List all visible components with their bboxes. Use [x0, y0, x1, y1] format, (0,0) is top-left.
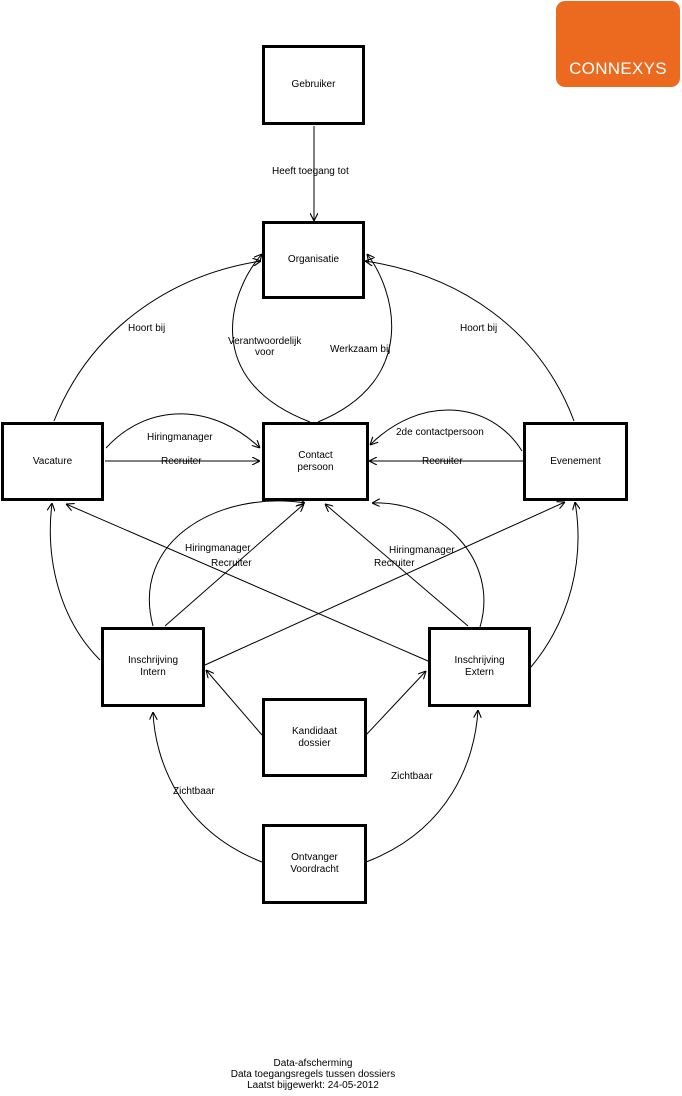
edge-intern-contact-rec: [164, 504, 304, 627]
node-inschrijving-intern-label: Inschrijving Intern: [127, 655, 179, 678]
edge-kandidaat-extern: [365, 671, 426, 736]
node-evenement-label: Evenement: [550, 455, 601, 467]
edge-intern-vacature: [50, 503, 101, 661]
node-ontvanger-voordracht-label: Ontvanger Voordracht: [290, 852, 339, 875]
footer: Data-afscherming Data toegangsregels tus…: [0, 1058, 626, 1091]
node-ontvanger-voordracht: Ontvanger Voordracht: [262, 824, 367, 904]
node-kandidaat-dossier-label: Kandidaat dossier: [291, 725, 338, 749]
node-contact-persoon: Contact persoon: [262, 422, 369, 501]
footer-title: Data-afscherming: [273, 1058, 353, 1069]
edge-extern-contact-rec: [325, 504, 469, 627]
logo-text: CONNEXYS: [569, 59, 667, 78]
node-contact-persoon-label: Contact persoon: [297, 449, 334, 473]
edge-ontvanger-intern: [153, 712, 263, 863]
node-inschrijving-extern-label: Inschrijving Extern: [454, 655, 505, 678]
node-inschrijving-extern: Inschrijving Extern: [428, 627, 531, 707]
edge-extern-contact-hm: [372, 503, 485, 628]
footer-subtitle: Data toegangsregels tussen dossiers: [230, 1069, 396, 1080]
connexys-logo: CONNEXYS: [556, 1, 680, 87]
node-vacature: Vacature: [1, 422, 104, 501]
label-recruiter-extern: Recruiter: [374, 558, 415, 569]
edge-kandidaat-intern: [206, 670, 263, 736]
node-kandidaat-dossier: Kandidaat dossier: [262, 698, 367, 777]
label-hiringmanager-vacature: Hiringmanager: [147, 432, 213, 443]
edge-extern-vacature: [66, 504, 429, 662]
label-werkzaam: Werkzaam bij: [330, 344, 391, 355]
label-recruiter-evenement: Recruiter: [422, 456, 463, 467]
edge-contact-organisatie-left: [232, 254, 311, 423]
label-hoort-bij-left: Hoort bij: [128, 323, 166, 334]
label-zichtbaar-right: Zichtbaar: [391, 771, 433, 782]
edge-intern-evenement: [204, 502, 565, 666]
edge-contact-organisatie-right: [317, 254, 393, 423]
node-vacature-label: Vacature: [32, 455, 73, 467]
node-organisatie-label: Organisatie: [287, 254, 340, 265]
edge-ontvanger-extern: [365, 710, 478, 863]
node-evenement: Evenement: [523, 422, 628, 501]
label-zichtbaar-left: Zichtbaar: [173, 786, 215, 797]
edge-vacature-organisatie: [53, 261, 261, 422]
label-hoort-bij-right: Hoort bij: [460, 323, 498, 334]
label-hiringmanager-intern: Hiringmanager: [185, 543, 251, 554]
node-organisatie: Organisatie: [262, 221, 365, 299]
label-hiringmanager-extern: Hiringmanager: [389, 545, 455, 556]
label-recruiter-vacature: Recruiter: [161, 456, 202, 467]
edge-extern-evenement: [530, 502, 578, 668]
footer-updated: Laatst bijgewerkt: 24-05-2012: [247, 1080, 379, 1091]
label-recruiter-intern: Recruiter: [211, 558, 252, 569]
node-inschrijving-intern: Inschrijving Intern: [101, 627, 205, 707]
edge-intern-contact-hm: [148, 501, 305, 627]
label-2de-contactpersoon: 2de contactpersoon: [396, 427, 484, 438]
label-heeft-toegang: Heeft toegang tot: [272, 166, 349, 177]
edge-evenement-organisatie: [365, 261, 575, 422]
edge-vacature-contact-hm: [105, 413, 260, 448]
label-verantwoordelijk: Verantwoordelijk voor: [228, 336, 302, 358]
node-gebruiker: Gebruiker: [262, 45, 365, 125]
node-gebruiker-label: Gebruiker: [291, 79, 336, 90]
edge-evenement-contact-2de: [370, 409, 523, 452]
